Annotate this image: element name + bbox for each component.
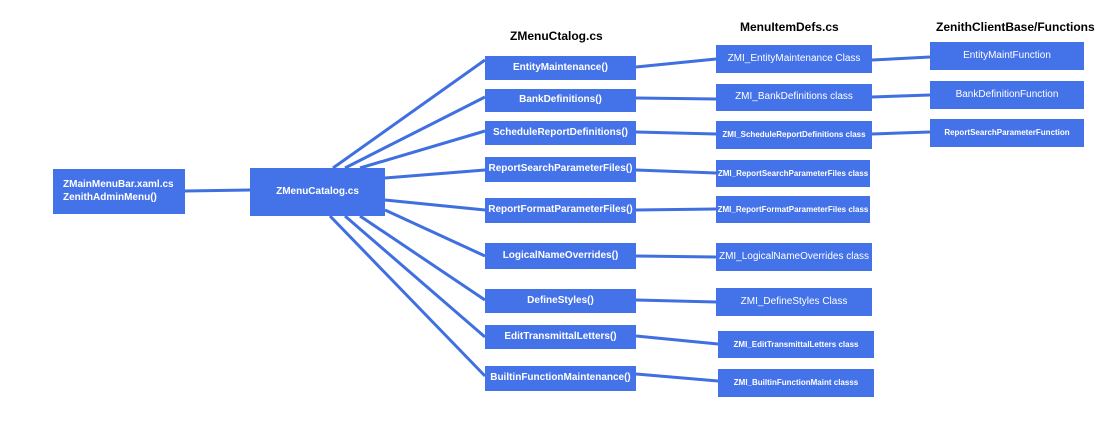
method-box-definestyles: DefineStyles() bbox=[485, 289, 636, 313]
method-box-logicalnameoverrides: LogicalNameOverrides() bbox=[485, 243, 636, 269]
connector-c1-f1 bbox=[871, 55, 931, 62]
root-node-box: ZMainMenuBar.xaml.cs ZenithAdminMenu() bbox=[53, 169, 185, 214]
catalog-node-box: ZMenuCatalog.cs bbox=[250, 168, 385, 216]
connector-catalog-m3 bbox=[359, 129, 486, 170]
method-box-entitymaintenance: EntityMaintenance() bbox=[485, 56, 636, 80]
function-box-reportsearchparameter: ReportSearchParameterFunction bbox=[930, 119, 1084, 147]
root-node-line2: ZenithAdminMenu() bbox=[63, 191, 157, 203]
connector-catalog-m8 bbox=[344, 214, 486, 339]
class-box-edittransmittalletters: ZMI_EditTransmittalLetters class bbox=[718, 331, 874, 358]
connector-catalog-m2 bbox=[344, 95, 486, 170]
connector-m9-c9 bbox=[635, 372, 719, 383]
class-box-reportsearchparameterfiles: ZMI_ReportSearchParameterFiles class bbox=[716, 160, 870, 187]
class-box-definestyles: ZMI_DefineStyles Class bbox=[716, 288, 872, 316]
connector-c3-f3 bbox=[871, 130, 931, 136]
root-node-line1: ZMainMenuBar.xaml.cs bbox=[63, 179, 174, 190]
method-box-schedulereportdefinitions: ScheduleReportDefinitions() bbox=[485, 121, 636, 145]
method-box-reportsearchparameterfiles: ReportSearchParameterFiles() bbox=[485, 157, 636, 182]
connector-catalog-m4 bbox=[384, 168, 486, 180]
connector-m2-c2 bbox=[635, 96, 717, 101]
connector-m4-c4 bbox=[635, 168, 717, 175]
column-header-menuitemdefs: MenuItemDefs.cs bbox=[740, 20, 839, 34]
method-box-reportformatparameterfiles: ReportFormatParameterFiles() bbox=[485, 198, 636, 223]
method-box-bankdefinitions: BankDefinitions() bbox=[485, 89, 636, 112]
connector-catalog-m5 bbox=[384, 198, 486, 212]
class-box-entitymaintenance: ZMI_EntityMaintenance Class bbox=[716, 45, 872, 73]
class-box-reportformatparameterfiles: ZMI_ReportFormatParameterFiles class bbox=[716, 196, 870, 223]
connector-root-catalog bbox=[184, 188, 251, 193]
class-box-schedulereportdefinitions: ZMI_ScheduleReportDefinitions class bbox=[716, 121, 872, 149]
class-box-logicalnameoverrides: ZMI_LogicalNameOverrides class bbox=[716, 243, 872, 271]
connector-m6-c6 bbox=[635, 254, 717, 259]
function-box-entitymaint: EntityMaintFunction bbox=[930, 42, 1084, 70]
connector-m1-c1 bbox=[635, 57, 717, 69]
column-header-functions: ZenithClientBase/Functions bbox=[936, 20, 1095, 34]
connector-catalog-m9 bbox=[328, 214, 487, 378]
connector-catalog-m6 bbox=[384, 208, 486, 258]
connector-c2-f2 bbox=[871, 93, 931, 99]
column-header-zmenucatalog: ZMenuCtalog.cs bbox=[510, 29, 603, 43]
class-box-bankdefinitions: ZMI_BankDefinitions class bbox=[716, 84, 872, 111]
connector-m3-c3 bbox=[635, 130, 717, 136]
connector-m8-c8 bbox=[635, 334, 719, 346]
connector-catalog-m7 bbox=[359, 214, 486, 302]
method-box-edittransmittalletters: EditTransmittalLetters() bbox=[485, 325, 636, 349]
method-box-builtinfunctionmaintenance: BuiltinFunctionMaintenance() bbox=[485, 366, 636, 391]
class-box-builtinfunctionmaint: ZMI_BuiltinFunctionMaint classs bbox=[718, 369, 874, 397]
function-box-bankdefinition: BankDefinitionFunction bbox=[930, 81, 1084, 109]
connector-m5-c5 bbox=[635, 207, 717, 212]
connector-catalog-m1 bbox=[332, 58, 486, 170]
connector-m7-c7 bbox=[635, 298, 717, 304]
